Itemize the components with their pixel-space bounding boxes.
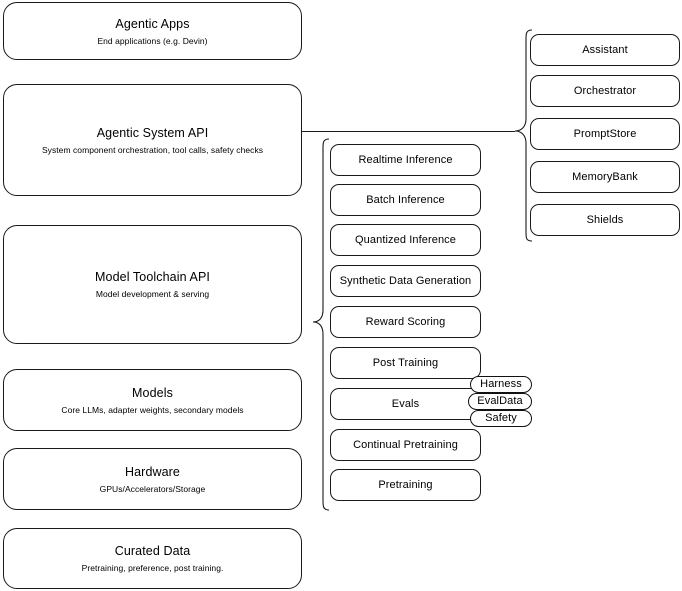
layer-subtitle: Core LLMs, adapter weights, secondary mo… bbox=[61, 404, 244, 415]
chip-label: Realtime Inference bbox=[358, 154, 453, 166]
chip-pretraining[interactable]: Pretraining bbox=[330, 469, 481, 501]
layer-subtitle: Model development & serving bbox=[95, 289, 210, 299]
layer-title: Model Toolchain API bbox=[95, 270, 210, 284]
layer-subtitle: System component orchestration, tool cal… bbox=[41, 144, 264, 155]
chip-post-training[interactable]: Post Training bbox=[330, 347, 481, 379]
connector-line-system-api-to-components bbox=[302, 131, 515, 132]
chip-realtime-inference[interactable]: Realtime Inference bbox=[330, 144, 481, 176]
layer-title: Agentic System API bbox=[96, 125, 209, 140]
layer-subtitle: GPUs/Accelerators/Storage bbox=[99, 483, 206, 494]
chip-label: PromptStore bbox=[573, 128, 637, 140]
layer-box-agentic-apps[interactable]: Agentic Apps End applications (e.g. Devi… bbox=[3, 2, 302, 60]
pill-harness[interactable]: Harness bbox=[470, 376, 532, 393]
layer-title: Agentic Apps bbox=[115, 16, 190, 31]
chip-quantized-inference[interactable]: Quantized Inference bbox=[330, 224, 481, 256]
chip-synthetic-data-generation[interactable]: Synthetic Data Generation bbox=[330, 265, 481, 297]
chip-label: Quantized Inference bbox=[355, 234, 456, 246]
chip-label: Shields bbox=[586, 214, 624, 226]
chip-label: Evals bbox=[391, 398, 420, 410]
chip-orchestrator[interactable]: Orchestrator bbox=[530, 75, 680, 107]
pill-label: EvalData bbox=[477, 395, 523, 407]
chip-label: MemoryBank bbox=[572, 171, 638, 183]
layer-title: Models bbox=[132, 385, 173, 400]
layer-box-hardware[interactable]: Hardware GPUs/Accelerators/Storage bbox=[3, 448, 302, 510]
chip-assistant[interactable]: Assistant bbox=[530, 34, 680, 66]
chip-label: Continual Pretraining bbox=[353, 439, 458, 451]
layer-title: Curated Data bbox=[114, 544, 191, 558]
chip-label: Batch Inference bbox=[366, 194, 445, 206]
pill-safety[interactable]: Safety bbox=[470, 410, 532, 427]
pill-evaldata[interactable]: EvalData bbox=[468, 393, 532, 410]
chip-label: Reward Scoring bbox=[365, 316, 446, 328]
layer-subtitle: End applications (e.g. Devin) bbox=[97, 35, 208, 46]
layer-title: Hardware bbox=[125, 464, 180, 479]
chip-continual-pretraining[interactable]: Continual Pretraining bbox=[330, 429, 481, 461]
layer-box-agentic-system-api[interactable]: Agentic System API System component orch… bbox=[3, 84, 302, 196]
chip-label: Synthetic Data Generation bbox=[339, 275, 472, 287]
brace-model-toolchain bbox=[312, 138, 330, 511]
chip-reward-scoring[interactable]: Reward Scoring bbox=[330, 306, 481, 338]
chip-label: Assistant bbox=[582, 44, 628, 56]
chip-promptstore[interactable]: PromptStore bbox=[530, 118, 680, 150]
layer-subtitle: Pretraining, preference, post training. bbox=[81, 563, 224, 573]
chip-label: Orchestrator bbox=[573, 85, 637, 97]
chip-batch-inference[interactable]: Batch Inference bbox=[330, 184, 481, 216]
brace-agentic-system-components bbox=[514, 29, 533, 242]
layer-box-model-toolchain-api[interactable]: Model Toolchain API Model development & … bbox=[3, 225, 302, 344]
chip-label: Post Training bbox=[372, 357, 439, 369]
chip-shields[interactable]: Shields bbox=[530, 204, 680, 236]
pill-label: Harness bbox=[480, 378, 522, 390]
chip-evals[interactable]: Evals bbox=[330, 388, 481, 420]
chip-label: Pretraining bbox=[378, 479, 433, 491]
layer-box-models[interactable]: Models Core LLMs, adapter weights, secon… bbox=[3, 369, 302, 431]
layer-box-curated-data[interactable]: Curated Data Pretraining, preference, po… bbox=[3, 528, 302, 589]
pill-label: Safety bbox=[485, 412, 517, 424]
chip-memorybank[interactable]: MemoryBank bbox=[530, 161, 680, 193]
